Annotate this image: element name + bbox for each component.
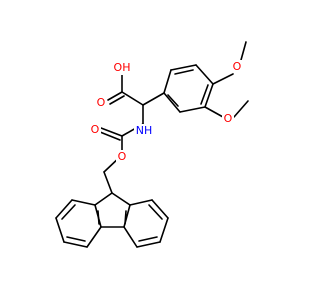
- bond: [212, 73, 234, 85]
- structure-canvas: OH O NH O O O O: [55, 41, 249, 248]
- bond: [55, 217, 65, 243]
- atom-label-oh: OH: [114, 61, 131, 74]
- bond: [200, 84, 209, 105]
- bond: [233, 100, 249, 118]
- atom-label-o: O: [224, 112, 233, 125]
- bond-layer: [55, 41, 249, 248]
- atom-label-o: O: [233, 60, 242, 73]
- atom-label-o: O: [97, 96, 106, 109]
- bond: [94, 192, 113, 206]
- bond: [204, 106, 224, 118]
- atom-label-layer: OH O NH O O O O: [89, 60, 243, 163]
- bond: [109, 95, 125, 105]
- bond: [204, 83, 214, 108]
- bond: [55, 199, 73, 219]
- bond: [124, 210, 127, 225]
- bond: [71, 199, 96, 206]
- molecule-structure: OH O NH O O O O: [55, 41, 249, 248]
- bond: [163, 69, 172, 94]
- bond: [103, 171, 113, 194]
- bond: [163, 92, 181, 113]
- bond: [61, 204, 76, 220]
- bond: [100, 127, 123, 137]
- bond: [170, 64, 197, 71]
- bond: [63, 241, 88, 248]
- bond: [179, 106, 206, 113]
- bond: [97, 210, 100, 225]
- bond: [129, 199, 153, 206]
- bond: [86, 226, 102, 248]
- bond: [136, 241, 161, 248]
- bond: [167, 94, 179, 107]
- bond: [99, 131, 121, 141]
- bond: [159, 217, 169, 243]
- bond: [107, 91, 123, 101]
- bond: [151, 199, 169, 219]
- bond: [111, 192, 131, 206]
- bond: [142, 92, 165, 106]
- bond: [138, 236, 158, 242]
- bond: [148, 204, 163, 220]
- bond: [240, 41, 247, 61]
- atom-label-o: O: [91, 123, 100, 136]
- bond: [121, 91, 144, 106]
- bond: [174, 69, 194, 75]
- bond: [66, 236, 86, 242]
- atom-label-o: O: [118, 150, 127, 163]
- bond: [195, 64, 214, 85]
- atom-label-nh: NH: [136, 124, 153, 137]
- bond: [123, 226, 138, 248]
